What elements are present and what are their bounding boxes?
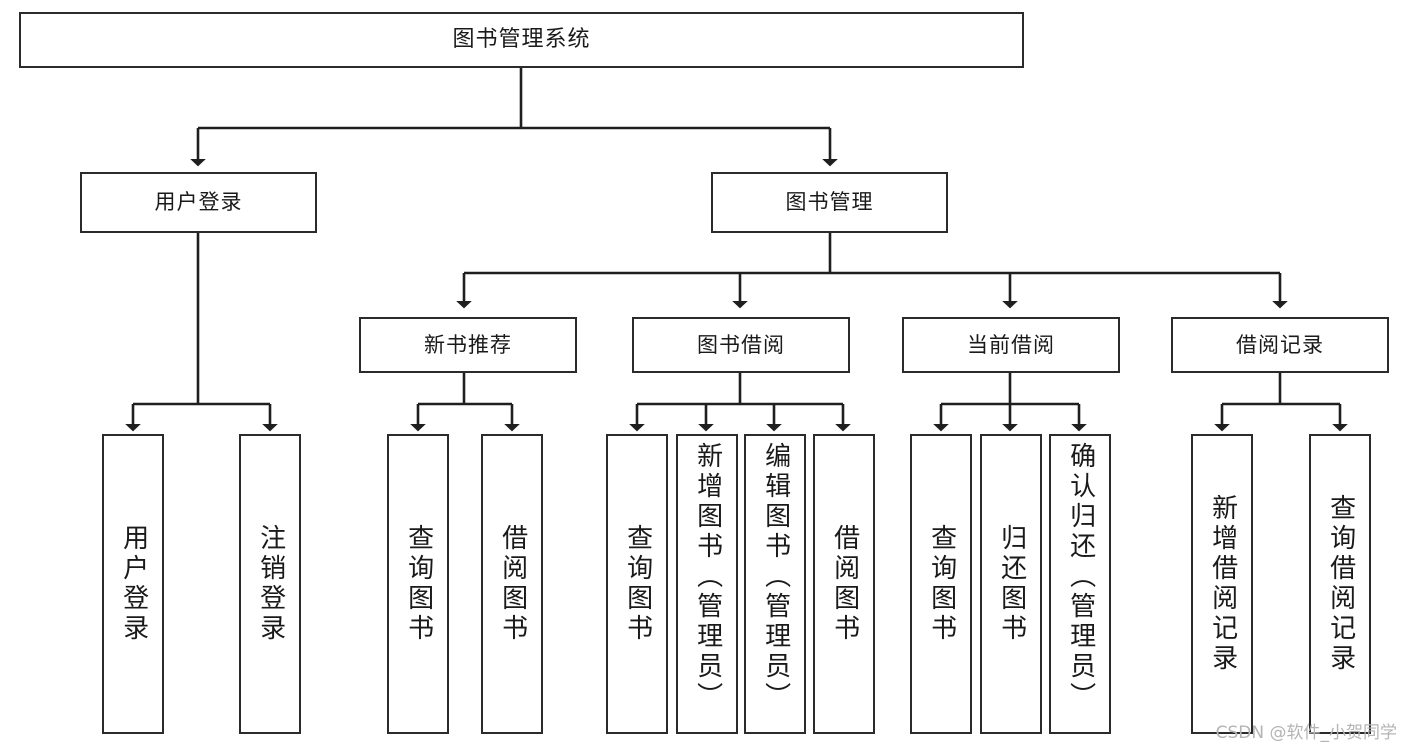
node-current-borrow-label: 当前借阅 — [967, 332, 1055, 357]
leaf-borrow-book-1-label: 借阅图书 — [497, 524, 528, 644]
leaf-return-book-label: 归还图书 — [996, 524, 1027, 644]
node-user-login[interactable]: 用户登录 — [80, 172, 317, 233]
leaf-edit-book[interactable]: 编辑图书（管理员） — [744, 434, 806, 734]
leaf-user-login[interactable]: 用户登录 — [102, 434, 164, 734]
node-current-borrow[interactable]: 当前借阅 — [902, 317, 1120, 373]
leaf-logout[interactable]: 注销登录 — [239, 434, 301, 734]
leaf-query-book-3-label: 查询图书 — [926, 524, 957, 644]
leaf-confirm-return-label: 确认归还（管理员） — [1065, 442, 1096, 712]
leaf-query-book-2[interactable]: 查询图书 — [606, 434, 668, 734]
node-new-book-rec-label: 新书推荐 — [424, 332, 512, 357]
leaf-query-book-3[interactable]: 查询图书 — [910, 434, 972, 734]
leaf-query-book-2-label: 查询图书 — [622, 524, 653, 644]
leaf-borrow-book-2[interactable]: 借阅图书 — [813, 434, 875, 734]
leaf-query-book-1-label: 查询图书 — [403, 524, 434, 644]
leaf-add-record-label: 新增借阅记录 — [1207, 494, 1238, 674]
leaf-borrow-book-2-label: 借阅图书 — [829, 524, 860, 644]
leaf-return-book[interactable]: 归还图书 — [980, 434, 1042, 734]
node-book-manage-label: 图书管理 — [785, 190, 874, 214]
leaf-logout-label: 注销登录 — [255, 524, 286, 644]
leaf-edit-book-label: 编辑图书（管理员） — [760, 442, 791, 712]
leaf-confirm-return[interactable]: 确认归还（管理员） — [1049, 434, 1111, 734]
node-new-book-rec[interactable]: 新书推荐 — [359, 317, 577, 373]
leaf-query-record-label: 查询借阅记录 — [1325, 494, 1356, 674]
leaf-query-book-1[interactable]: 查询图书 — [387, 434, 449, 734]
leaf-add-record[interactable]: 新增借阅记录 — [1191, 434, 1253, 734]
node-borrow-record[interactable]: 借阅记录 — [1171, 317, 1389, 373]
leaf-query-record[interactable]: 查询借阅记录 — [1309, 434, 1371, 734]
node-book-borrow[interactable]: 图书借阅 — [632, 317, 850, 373]
leaf-user-login-label: 用户登录 — [118, 524, 149, 644]
node-borrow-record-label: 借阅记录 — [1236, 332, 1324, 357]
node-root[interactable]: 图书管理系统 — [19, 12, 1024, 68]
node-book-borrow-label: 图书借阅 — [697, 332, 785, 357]
leaf-add-book[interactable]: 新增图书（管理员） — [676, 434, 738, 734]
leaf-borrow-book-1[interactable]: 借阅图书 — [481, 434, 543, 734]
node-book-manage[interactable]: 图书管理 — [711, 172, 948, 233]
node-user-login-label: 用户登录 — [154, 190, 243, 214]
node-root-label: 图书管理系统 — [452, 27, 591, 52]
leaf-add-book-label: 新增图书（管理员） — [692, 442, 723, 712]
